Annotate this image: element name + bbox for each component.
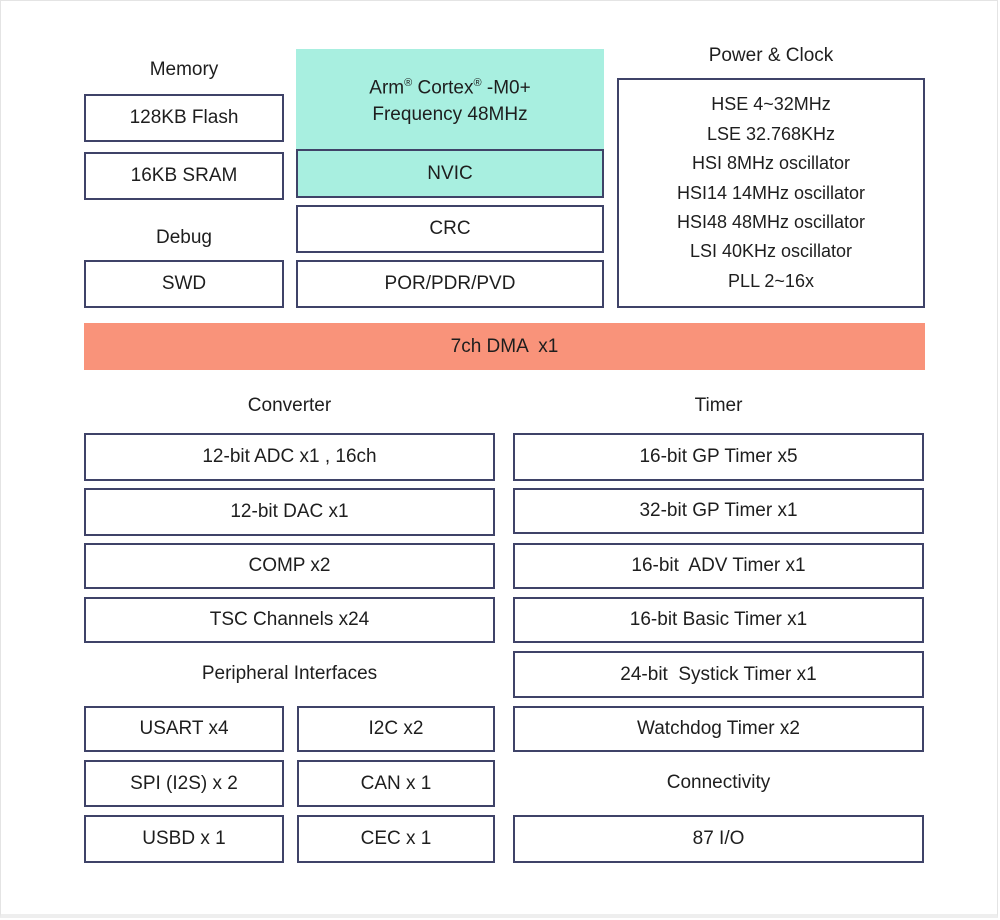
converter-comp-box: COMP x2 (84, 543, 495, 589)
power-clock-item: LSI 40KHz oscillator (689, 241, 853, 262)
converter-title: Converter (247, 395, 332, 416)
cpu-family: Cortex (412, 77, 474, 99)
timer-watchdog-box: Watchdog Timer x2 (513, 706, 924, 752)
nvic-box: NVIC (296, 149, 604, 198)
peripheral-usart-box: USART x4 (84, 706, 284, 752)
peripheral-i2c-box: I2C x2 (297, 706, 495, 752)
timer-gp16-box: 16-bit GP Timer x5 (513, 433, 924, 481)
timer-gp32-box: 32-bit GP Timer x1 (513, 488, 924, 534)
power-clock-item: HSI14 14MHz oscillator (676, 182, 866, 203)
peripheral-usbd-box: USBD x 1 (84, 815, 284, 863)
timer-title: Timer (694, 395, 743, 416)
dma-bar: 7ch DMA x1 (84, 323, 925, 370)
power-clock-item: LSE 32.768KHz (706, 123, 836, 144)
memory-title: Memory (149, 59, 219, 80)
power-clock-item: HSE 4~32MHz (711, 94, 831, 115)
power-clock-item: HSI48 48MHz oscillator (676, 211, 866, 232)
cpu-brand: Arm (369, 77, 405, 99)
cpu-model: -M0+ (481, 77, 531, 99)
cpu-frequency: Frequency 48MHz (372, 103, 528, 125)
crc-box: CRC (296, 205, 604, 253)
peripheral-cec-box: CEC x 1 (297, 815, 495, 863)
connectivity-io-box: 87 I/O (513, 815, 924, 863)
converter-tsc-box: TSC Channels x24 (84, 597, 495, 643)
power-clock-title: Power & Clock (708, 45, 834, 66)
debug-title: Debug (156, 227, 212, 248)
timer-adv-box: 16-bit ADV Timer x1 (513, 543, 924, 589)
peripheral-spi-box: SPI (I2S) x 2 (84, 760, 284, 807)
memory-sram-box: 16KB SRAM (84, 152, 284, 200)
registered-mark-2: ® (473, 77, 482, 90)
power-clock-item: PLL 2~16x (728, 270, 814, 291)
memory-flash-box: 128KB Flash (84, 94, 284, 142)
timer-systick-box: 24-bit Systick Timer x1 (513, 651, 924, 698)
connectivity-title: Connectivity (666, 772, 771, 793)
power-clock-item: HSI 8MHz oscillator (691, 153, 851, 174)
peripheral-title: Peripheral Interfaces (201, 663, 378, 684)
debug-swd-box: SWD (84, 260, 284, 308)
timer-basic-box: 16-bit Basic Timer x1 (513, 597, 924, 643)
registered-mark-1: ® (404, 77, 413, 90)
converter-adc-box: 12-bit ADC x1 , 16ch (84, 433, 495, 481)
cpu-core-box: Arm® Cortex® -M0+ Frequency 48MHz (296, 49, 604, 149)
cpu-name-line: Arm® Cortex® -M0+ (369, 70, 530, 101)
por-pdr-pvd-box: POR/PDR/PVD (296, 260, 604, 308)
power-clock-box: HSE 4~32MHz LSE 32.768KHz HSI 8MHz oscil… (617, 78, 925, 308)
peripheral-can-box: CAN x 1 (297, 760, 495, 807)
converter-dac-box: 12-bit DAC x1 (84, 488, 495, 536)
